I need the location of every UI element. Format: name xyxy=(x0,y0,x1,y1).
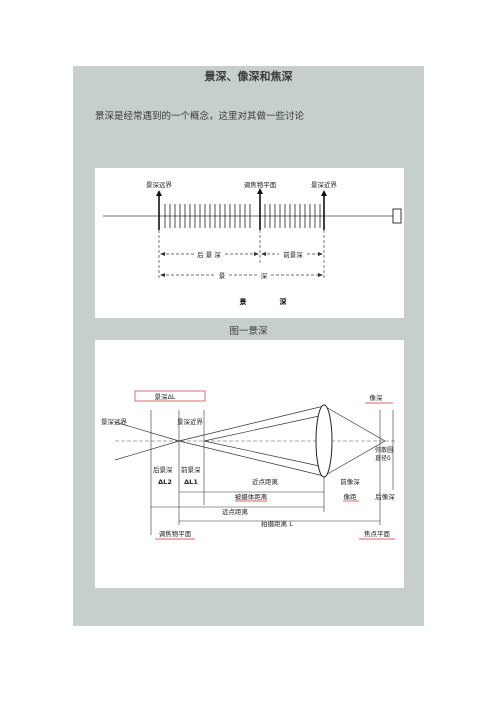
near-limit-label: 景深近界 xyxy=(311,180,338,189)
figure-1-diagram: 景深远界 调焦物平面 景深近界 后 景 深 前景深 景 深 景 深 xyxy=(103,180,402,306)
dof-span-label-right: 深 xyxy=(261,271,268,280)
focal-plane-label: 焦点平面 xyxy=(364,529,391,538)
image-distance-label: 像距 xyxy=(344,492,358,501)
dof-span-label-left: 景 xyxy=(219,272,226,280)
back-dof-label-2: 后景深 xyxy=(153,465,173,474)
subject-distance-label: 被摄体距离 xyxy=(235,492,268,501)
camera-box xyxy=(392,208,402,224)
image-depth-label: 像深 xyxy=(370,393,384,402)
coc-label-line1: 弥散圆 xyxy=(375,446,393,454)
back-image-depth-label: 后像深 xyxy=(375,492,395,501)
near-limit-arrow xyxy=(321,190,327,196)
delta-l1-label: ΔL1 xyxy=(184,478,198,486)
near-distance-label: 近点距离 xyxy=(252,477,279,486)
far-distance-label: 远点距离 xyxy=(222,507,249,516)
far-limit-label: 景深远界 xyxy=(146,180,173,189)
figure-optics-diagram: 景深ΔL 景深远界 景深近界 像深 弥散圆 直径δ 后景深 前景深 ΔL2 ΔL… xyxy=(95,340,404,588)
dof-delta-label: 景深ΔL xyxy=(154,392,175,401)
page-title: 景深、像深和焦深 xyxy=(204,70,293,83)
front-image-depth-label: 前像深 xyxy=(340,477,360,486)
dof-delta-box xyxy=(134,390,206,402)
figure-1-caption: 图一景深 xyxy=(229,326,268,337)
intro-paragraph: 景深是经常遇到的一个概念，这里对其做一些讨论 xyxy=(95,111,305,122)
lens xyxy=(315,404,333,478)
coc-label-line2: 直径δ xyxy=(375,454,391,462)
front-dof-label-2: 前景深 xyxy=(181,465,201,474)
figure-1-bottom-label-right: 深 xyxy=(280,297,287,306)
far-limit-label-2: 景深远界 xyxy=(101,417,128,426)
focus-plane-arrow xyxy=(257,188,263,194)
figure-depth-of-field: 景深远界 调焦物平面 景深近界 后 景 深 前景深 景 深 景 深 xyxy=(95,168,404,318)
front-dof-label: 前景深 xyxy=(283,250,303,259)
focus-plane-label-2: 调焦物平面 xyxy=(159,529,192,538)
delta-l2-label: ΔL2 xyxy=(158,478,172,486)
figure-2-diagram: 景深ΔL 景深远界 景深近界 像深 弥散圆 直径δ 后景深 前景深 ΔL2 ΔL… xyxy=(101,390,395,540)
far-limit-arrow xyxy=(156,190,162,196)
focus-ticks xyxy=(164,204,321,228)
shooting-distance-label: 拍摄距离 L xyxy=(261,519,293,528)
figure-1-bottom-label-left: 景 xyxy=(239,297,247,306)
focus-plane-label: 调焦物平面 xyxy=(244,180,277,189)
back-dof-label: 后 景 深 xyxy=(197,250,221,259)
near-limit-label-2: 景深近界 xyxy=(177,417,204,426)
